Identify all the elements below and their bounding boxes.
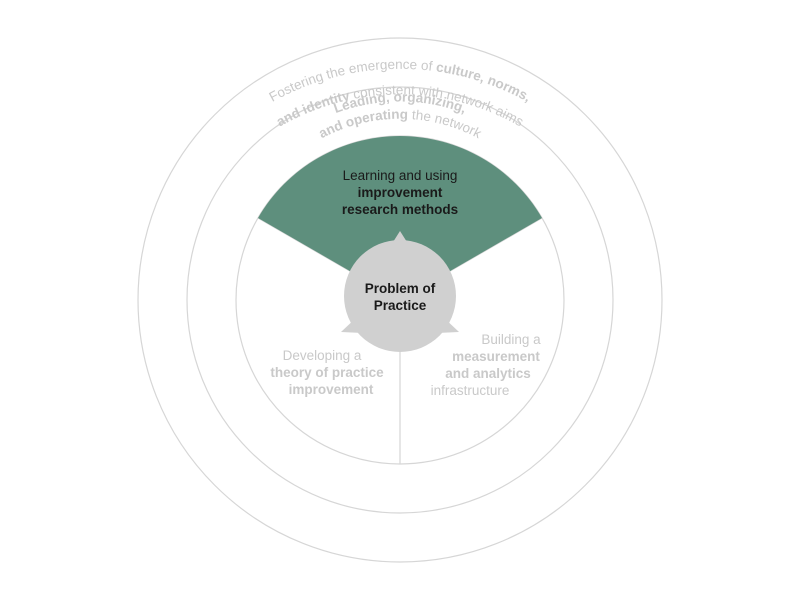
left-segment-label-line3: improvement (289, 382, 374, 397)
top-segment-label-line2: improvement (358, 185, 443, 200)
right-segment-label-line2: measurement (452, 349, 540, 364)
center-label-line1: Problem of (365, 281, 436, 296)
right-segment-label-line3: and analytics (445, 366, 531, 381)
right-segment-label-line4: infrastructure (431, 383, 510, 398)
center-hub (341, 231, 459, 352)
outer-ring (137, 37, 663, 563)
middle-ring (186, 86, 614, 514)
left-segment-label-line1: Developing a (283, 348, 362, 363)
right-segment-label-line1: Building a (481, 332, 541, 347)
top-segment-label-line1: Learning and using (343, 168, 458, 183)
top-segment-label-line3: research methods (342, 202, 458, 217)
center-label-line2: Practice (374, 298, 427, 313)
highlighted-top-segment (258, 136, 542, 300)
left-segment-label-line2: theory of practice (270, 365, 384, 380)
center-circle (344, 240, 456, 352)
